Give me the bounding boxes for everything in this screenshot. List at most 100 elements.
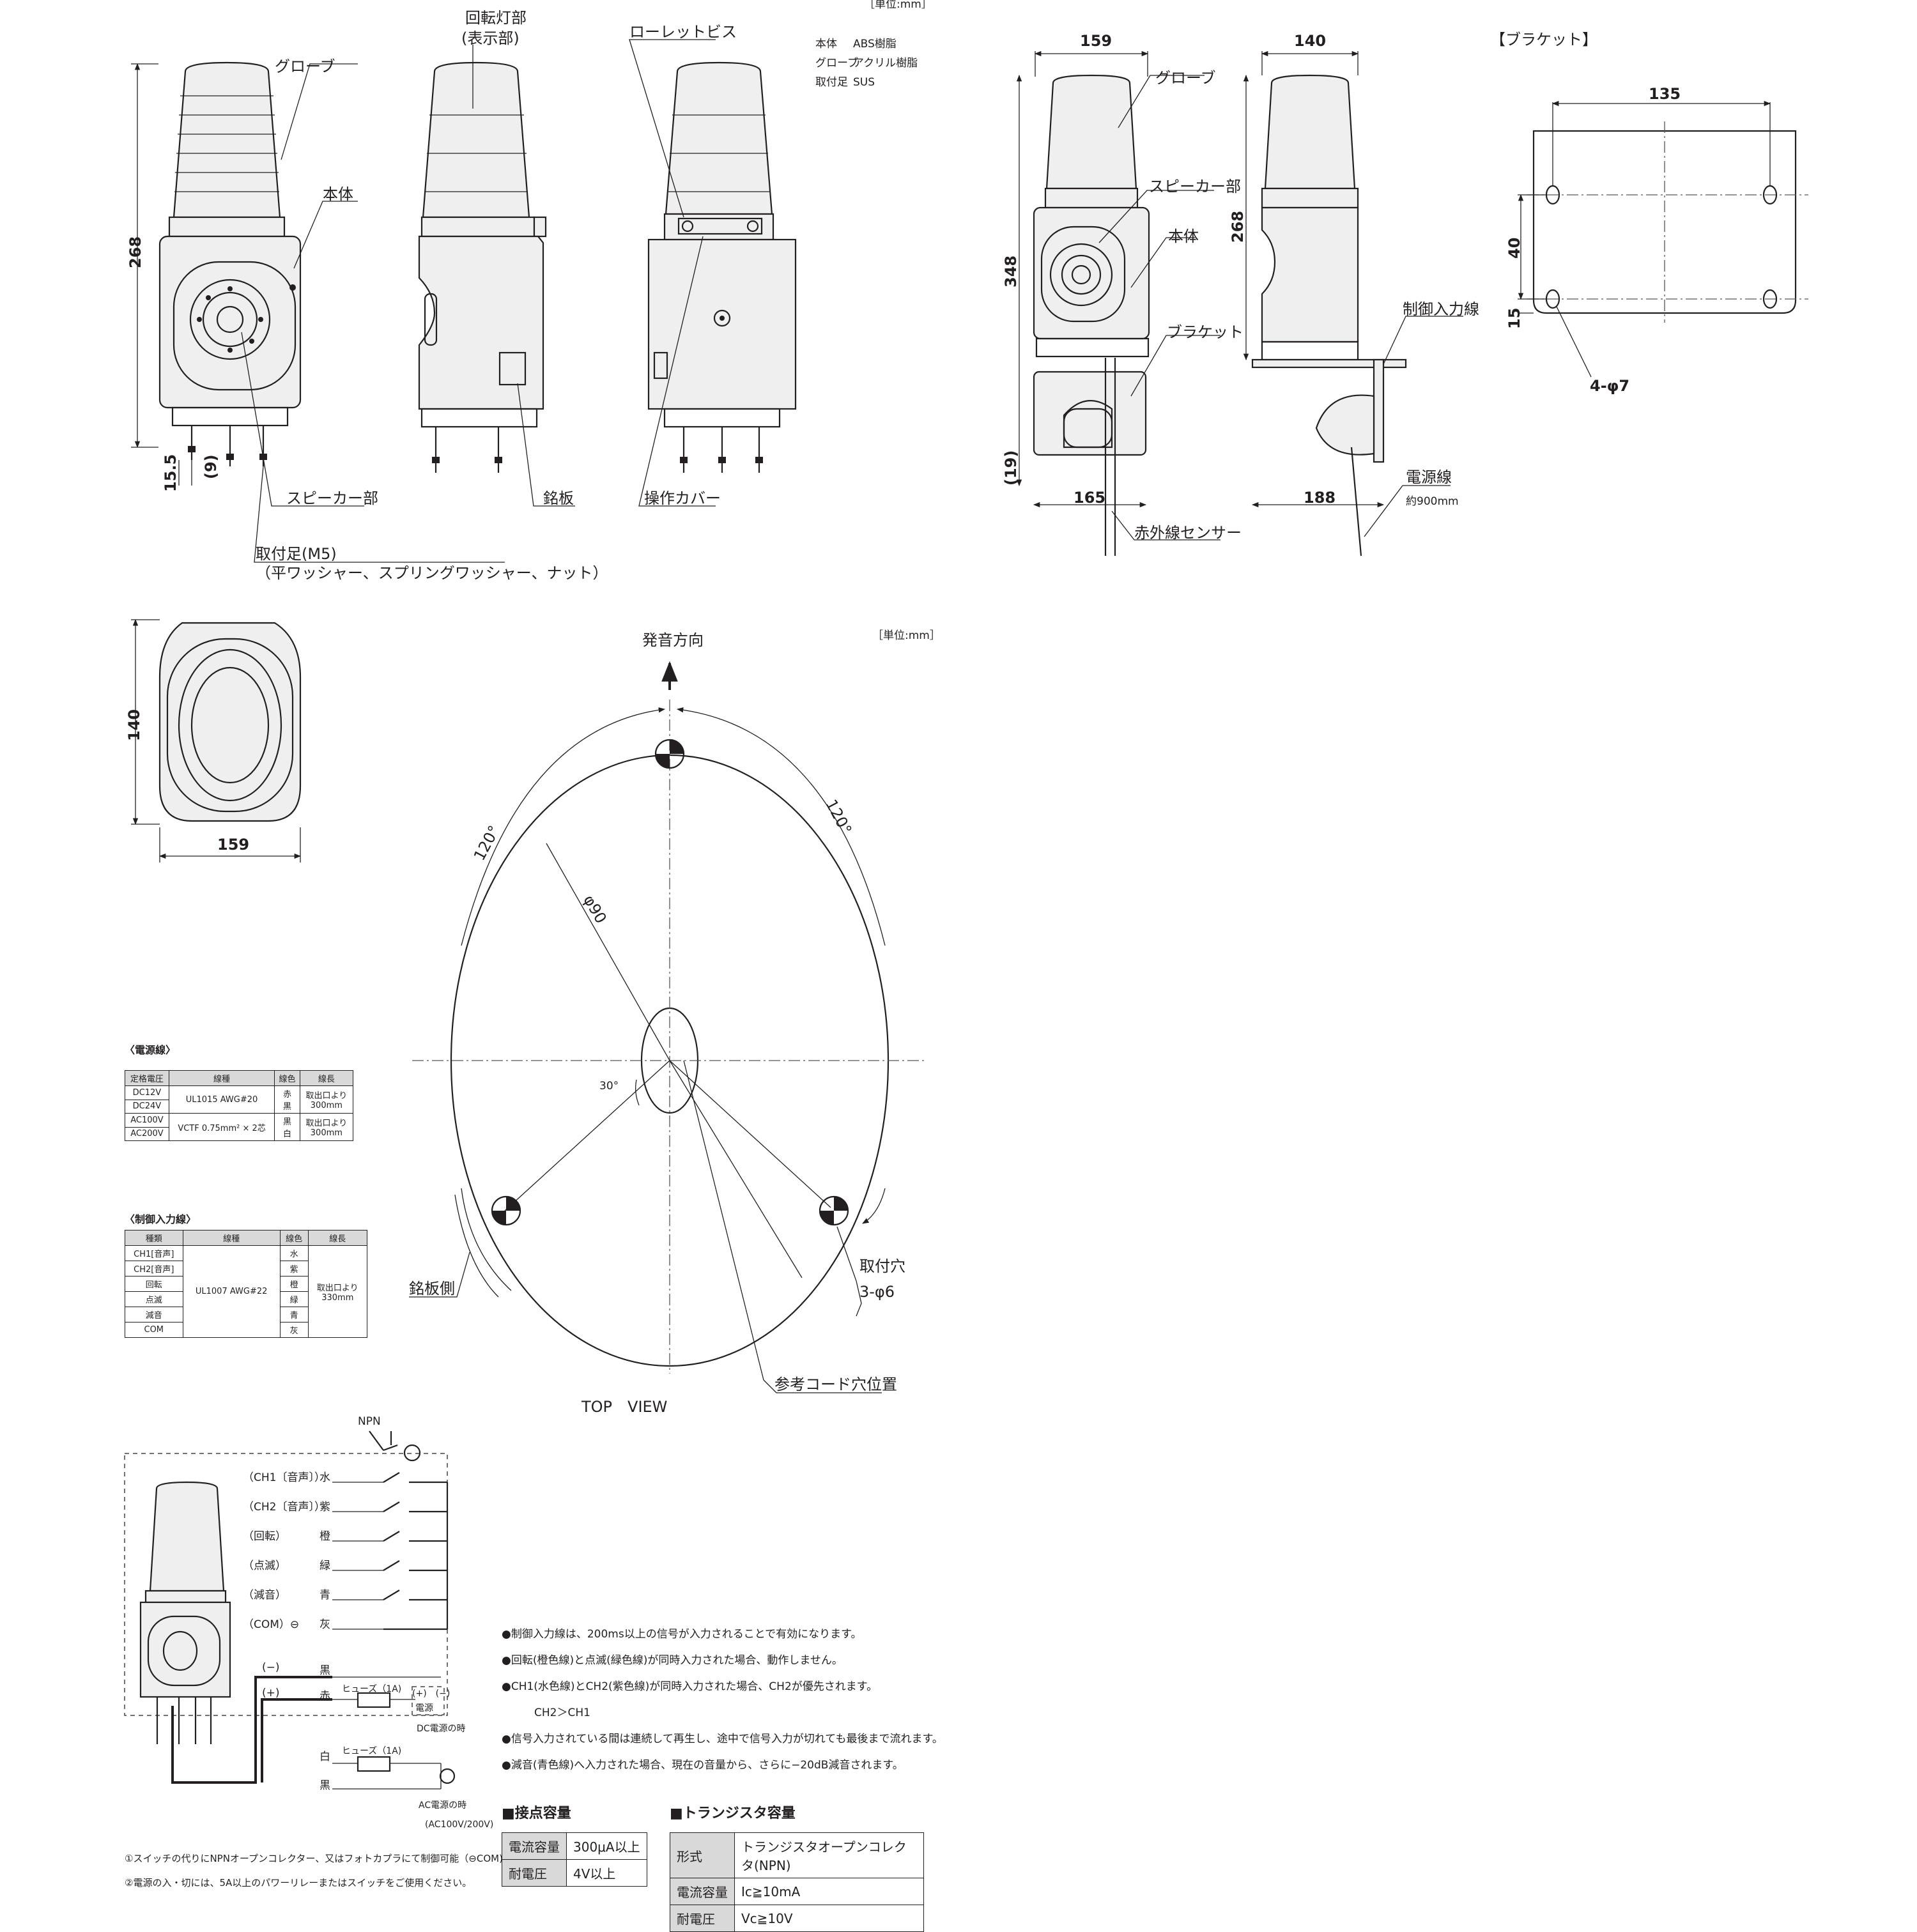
power-header: 線色 [274, 1070, 300, 1086]
wire-com-color: 灰 [320, 1618, 330, 1631]
label-body-2: 本体 [1168, 227, 1199, 245]
power-voltage: DC24V [125, 1099, 169, 1114]
wiring-diagram: NPN （CH1〔音声〕） 水 （CH2〔音声〕） 紫 （回転） 橙 （点滅） … [124, 1415, 493, 1830]
ctrl-header: 種類 [125, 1230, 183, 1246]
power-voltage: AC100V [125, 1113, 169, 1128]
ctrl-color: 紫 [279, 1261, 309, 1276]
wire-rotate-color: 橙 [320, 1530, 330, 1543]
label-ac-when: AC電源の時 [419, 1800, 466, 1811]
label-phi90: φ90 [580, 892, 610, 926]
back-view: ローレットビス 操作カバー [629, 23, 797, 507]
material-value: アクリル樹脂 [853, 57, 918, 70]
label-foot: 取付足(M5) [256, 545, 337, 563]
label-positive: (+) [262, 1687, 280, 1699]
power-length-dc: 取出口より 300mm [299, 1085, 354, 1114]
top-view-title: TOP VIEW [581, 1398, 667, 1416]
bracket-side-view: 140 268 188 制御入力線 電源線 約900mm [1229, 32, 1479, 556]
dim-188: 188 [1304, 489, 1336, 507]
wire-black-ac: 黒 [320, 1779, 330, 1792]
power-header: 線種 [168, 1070, 275, 1086]
label-holes: 4-φ7 [1590, 377, 1629, 395]
dim-15-5: 15.5 [162, 454, 180, 492]
transistor-value: Vc≧10V [734, 1905, 924, 1932]
note-item: ●制御入力線は、200ms以上の信号が入力されることで有効になります。 [502, 1628, 862, 1641]
contact-value: 4V以上 [566, 1859, 647, 1887]
label-operation-cover: 操作カバー [644, 489, 721, 507]
top-view-diagram: ［単位:mm］ 発音方向 120° 120° φ90 30° [409, 629, 941, 1416]
power-voltage: DC12V [125, 1085, 169, 1100]
label-ir-sensor: 赤外線センサー [1134, 524, 1242, 542]
ctrl-header: 線色 [279, 1230, 309, 1246]
label-npn: NPN [358, 1415, 381, 1428]
material-value: SUS [853, 76, 875, 89]
dim-159: 159 [1080, 32, 1112, 50]
mount-hole-top [654, 739, 685, 769]
ctrl-type: UL1007 AWG#22 [182, 1245, 281, 1338]
note-item: CH2＞CH1 [502, 1706, 590, 1719]
label-sound-direction: 発音方向 [642, 631, 704, 649]
ctrl-kind: 減音 [125, 1307, 183, 1322]
label-ac-voltage: (AC100V/200V) [425, 1820, 493, 1830]
wire-blink-label: （点滅） [243, 1560, 286, 1572]
dim-40: 40 [1505, 238, 1523, 259]
label-power-length: 約900mm [1406, 495, 1459, 508]
power-table: 定格電圧 線種 線色 線長 DC12V UL1015 AWG#20 赤 黒 取出… [125, 1070, 354, 1141]
power-table-title: 〈電源線〉 [125, 1044, 176, 1056]
power-voltage: AC200V [125, 1126, 169, 1141]
note-item: ●回転(橙色線)と点滅(緑色線)が同時入力された場合、動作しません。 [502, 1654, 843, 1667]
wire-ch2-color: 紫 [320, 1501, 330, 1514]
power-header: 線長 [299, 1070, 354, 1086]
ctrl-kind: CH1[音声] [125, 1245, 183, 1261]
material-value: ABS樹脂 [853, 38, 897, 50]
ctrl-kind: 点滅 [125, 1291, 183, 1307]
material-part: 本体 [815, 38, 837, 50]
contact-key: 耐電圧 [502, 1859, 567, 1887]
wire-red: 赤 [320, 1690, 330, 1703]
note-item: ●減音(青色線)へ入力された場合、現在の音量から、さらに−20dB減音されます。 [502, 1759, 904, 1772]
power-header: 定格電圧 [125, 1070, 169, 1086]
power-length-ac: 取出口より 300mm [299, 1113, 354, 1141]
transistor-title: ■トランジスタ容量 [670, 1805, 796, 1821]
wire-com-label: （COM）⊖ [243, 1618, 299, 1631]
ctrl-header: 線長 [307, 1230, 368, 1246]
material-part: グローブ [815, 56, 858, 70]
label-power-wire: 電源線 [1406, 468, 1452, 486]
footnotes: ①スイッチの代りにNPNオープンコレクター、又はフォトカプラにて制御可能（⊖CO… [125, 1846, 503, 1895]
transistor-key: 電流容量 [670, 1878, 735, 1905]
ctrl-color: 緑 [279, 1291, 309, 1307]
label-speaker: スピーカー部 [286, 489, 378, 507]
ctrl-kind: 回転 [125, 1276, 183, 1292]
contact-value: 300μA以上 [566, 1832, 647, 1860]
dim-348: 348 [1002, 256, 1020, 288]
wire-rotate-label: （回転） [243, 1530, 286, 1543]
label-plate: 銘板 [543, 489, 574, 507]
label-cord-hole: 参考コード穴位置 [774, 1376, 897, 1393]
footnote-item: ①スイッチの代りにNPNオープンコレクター、又はフォトカプラにて制御可能（⊖CO… [125, 1853, 503, 1864]
dim-19: (19) [1002, 450, 1020, 486]
power-type-dc: UL1015 AWG#20 [168, 1085, 275, 1114]
ctrl-color: 橙 [279, 1276, 309, 1292]
mount-hole-left [491, 1195, 521, 1226]
label-nameplate-side: 銘板側 [409, 1280, 455, 1298]
transistor-value: Ic≧10mA [734, 1878, 924, 1905]
front-view: 268 15.5 (9) グローブ 本体 スピーカー部 取付足(M5) （平ワッ… [127, 57, 608, 582]
label-fuse-ac: ヒューズ（1A) [342, 1746, 401, 1756]
top-small-view: 140 159 [125, 618, 302, 862]
label-globe-2: グローブ [1155, 69, 1216, 87]
label-negative: (−) [262, 1661, 280, 1674]
transistor-key: 耐電圧 [670, 1905, 735, 1932]
wire-black-dc: 黒 [320, 1664, 330, 1677]
label-angle-30: 30° [599, 1080, 619, 1092]
label-lamp: 回転灯部 [465, 9, 527, 27]
side-view: 回転灯部 (表示部) 銘板 [418, 9, 575, 507]
wire-ch2-label: （CH2〔音声〕） [243, 1501, 325, 1514]
bracket-front-view: 159 348 (19) 165 グローブ スピーカー部 本体 ブラケット 赤外… [1002, 32, 1243, 556]
transistor-value: トランジスタオープンコレクタ(NPN) [734, 1832, 924, 1878]
dim-268-side: 268 [1229, 211, 1247, 243]
wire-blink-color: 緑 [320, 1560, 330, 1572]
ctrl-table-title: 〈制御入力線〉 [125, 1213, 197, 1225]
label-body: 本体 [323, 185, 353, 203]
unit-label-top: ［単位:mm］ [864, 0, 932, 11]
wire-ch1-color: 水 [320, 1471, 330, 1484]
